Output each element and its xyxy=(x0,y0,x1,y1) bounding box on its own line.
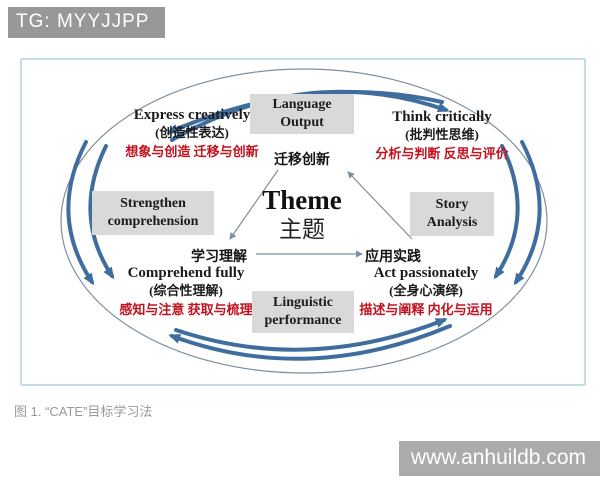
box-language-output: Language Output xyxy=(250,94,354,134)
node-subtitle: (创造性表达) xyxy=(155,124,229,140)
node-title: Act passionately xyxy=(373,265,479,281)
box-line: Language xyxy=(272,96,332,112)
theme-subtitle: 主题 xyxy=(278,216,325,242)
node-subtitle: (批判性思维) xyxy=(405,126,479,142)
box-line: Story xyxy=(435,196,469,212)
node-think-critically: Think critically (批判性思维) 分析与判断 反思与评价 xyxy=(375,108,508,162)
node-comprehend-fully: Comprehend fully (综合性理解) 感知与注意 获取与梳理 xyxy=(119,264,252,318)
node-theme: Theme 主题 xyxy=(262,185,342,243)
node-keywords: 感知与注意 获取与梳理 xyxy=(119,301,253,317)
arrow-bottom-outer xyxy=(168,324,452,361)
node-title: Express creatively xyxy=(133,107,251,123)
box-linguistic-performance: Linguistic performance xyxy=(252,291,354,333)
watermark: www.anhuildb.com xyxy=(398,441,600,476)
box-line: Analysis xyxy=(426,215,478,230)
node-act-passionately: Act passionately (全身心演绎) 描述与阐释 内化与运用 xyxy=(359,264,492,318)
box-line: Linguistic xyxy=(273,294,333,310)
arrow-left-outer xyxy=(66,140,95,286)
theme-title: Theme xyxy=(262,185,342,215)
cycle-label-qianyi-chuangxin: 迁移创新 xyxy=(274,153,330,168)
arrow-right-inner xyxy=(493,144,520,280)
figure-frame: Express creatively (创造性表达) 想象与创造 迁移与创新 T… xyxy=(20,58,586,386)
box-strengthen-comprehension: Strengthen comprehension xyxy=(92,191,214,235)
node-keywords: 描述与阐释 内化与运用 xyxy=(359,301,493,317)
arrow-left-inner xyxy=(88,144,115,280)
node-subtitle: (全身心演绎) xyxy=(389,282,463,298)
arrow-cycle-right-to-top xyxy=(347,171,413,240)
diagram-arrows-canvas xyxy=(60,68,548,374)
cycle-label-yingyong-shijian: 应用实践 xyxy=(365,250,421,265)
arrow-bottom-inner xyxy=(174,318,448,352)
outer-ellipse xyxy=(60,68,548,374)
box-story-analysis: Story Analysis xyxy=(410,192,494,236)
node-keywords: 分析与判断 反思与评价 xyxy=(375,145,509,161)
node-title: Comprehend fully xyxy=(127,265,245,281)
box-line: comprehension xyxy=(107,214,199,229)
box-line: performance xyxy=(264,313,342,328)
node-express-creatively: Express creatively (创造性表达) 想象与创造 迁移与创新 xyxy=(125,106,258,160)
cycle-label-xuexi-lijie: 学习理解 xyxy=(191,250,247,265)
node-keywords: 想象与创造 迁移与创新 xyxy=(125,143,259,159)
arrow-right-outer xyxy=(513,140,542,286)
box-line: Strengthen xyxy=(120,195,186,211)
box-line: Output xyxy=(280,115,324,130)
figure-caption: 图 1. “CATE”目标学习法 xyxy=(14,404,153,419)
arrow-cycle-top-to-left xyxy=(229,169,279,240)
site-tag-badge: TG: MYYJJPP xyxy=(8,7,166,38)
node-title: Think critically xyxy=(392,109,492,125)
node-subtitle: (综合性理解) xyxy=(149,282,223,298)
